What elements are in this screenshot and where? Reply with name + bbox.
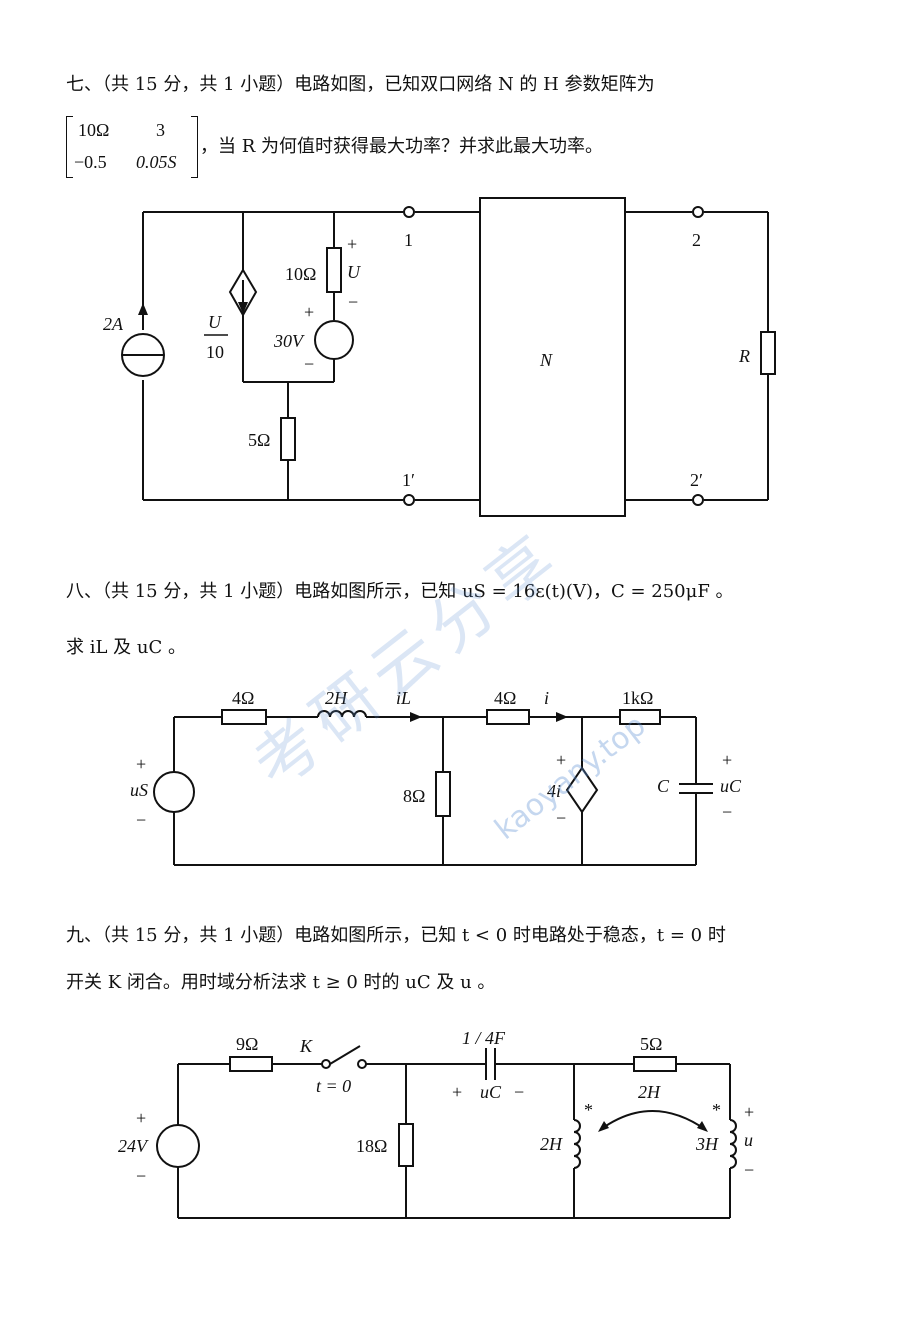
q8-r1-label: 4Ω [232,688,254,708]
q9-circuit: 9Ω K t = 0 1 / 4F + uC − 5Ω + 24V − 18Ω … [118,1028,754,1219]
vs-plus: + [304,302,314,322]
switch-label: K [299,1036,313,1056]
matrix-a21: −0.5 [74,152,107,172]
q9-l1-label: 2H [540,1134,563,1154]
port-2-label: 2 [692,230,701,250]
voltage-source-label: 30V [273,331,305,351]
q9-u-label: u [744,1130,753,1150]
il-label: iL [396,688,411,708]
q9-vs-minus: − [136,1166,146,1186]
dep-source-numerator: U [208,312,222,332]
t0-label: t = 0 [316,1076,351,1096]
matrix-right-bracket [191,116,198,178]
uc-plus: + [722,750,732,770]
l1-dot: * [584,1100,593,1120]
q9-cap-label: 1 / 4F [462,1028,506,1048]
q9-uc-plus: + [452,1082,462,1102]
dep-source-denominator: 10 [206,342,224,362]
q9-uc-label: uC [480,1082,502,1102]
q8-r3-label: 1kΩ [622,688,653,708]
h-parameter-matrix: 10Ω 3 −0.5 0.05S [66,116,198,178]
q9-r1-label: 9Ω [236,1034,258,1054]
port-2p-label: 2′ [690,470,703,490]
port-1p-label: 1′ [402,470,415,490]
matrix-a22: 0.05S [136,152,177,172]
u-plus: + [347,234,357,254]
vs-minus: − [304,354,314,374]
q8-circuit: 4Ω 2H iL 4Ω i 1kΩ + uS − 8Ω + 4i − C + u… [130,688,742,866]
dep-plus: + [556,750,566,770]
u-label: U [347,262,361,282]
q8-r2-label: 4Ω [494,688,516,708]
q8-line1: 八、（共 15 分，共 1 小题）电路如图所示，已知 uS = 16ε(t)(V… [66,581,734,602]
q7-circuit: 2A U 10 10Ω + U − + 30V − 5Ω 1 1′ 2 2′ N… [103,197,776,517]
port-1-label: 1 [404,230,413,250]
current-source-label: 2A [103,314,124,334]
cap-label: C [657,776,670,796]
dep-minus: − [556,808,566,828]
q8-line2: 求 iL 及 uC 。 [66,637,186,658]
uc-minus: − [722,802,732,822]
q8-inductor-label: 2H [325,688,348,708]
mutual-label: 2H [638,1082,661,1102]
dep-label: 4i [547,781,561,801]
u-plus-q9: + [744,1102,754,1122]
us-label: uS [130,780,148,800]
u-minus-q9: − [744,1160,754,1180]
q9-r-shunt-label: 18Ω [356,1136,387,1156]
us-minus: − [136,810,146,830]
q7-line1: 七、（共 15 分，共 1 小题）电路如图，已知双口网络 N 的 H 参数矩阵为 [66,74,655,95]
matrix-left-bracket [66,116,73,178]
q9-line2: 开关 K 闭合。用时域分析法求 t ≥ 0 时的 uC 及 u 。 [66,972,496,993]
matrix-a11: 10Ω [78,120,110,140]
l2-dot: * [712,1100,721,1120]
network-label: N [539,350,553,370]
q8-r-shunt-label: 8Ω [403,786,425,806]
uc-label: uC [720,776,742,796]
load-label: R [738,346,750,366]
matrix-a12: 3 [156,120,165,140]
q9-line1: 九、（共 15 分，共 1 小题）电路如图所示，已知 t < 0 时电路处于稳态… [66,925,726,946]
q9-vs-label: 24V [118,1136,149,1156]
resistor-5-label: 5Ω [248,430,270,450]
q9-vs-plus: + [136,1108,146,1128]
i-label: i [544,688,549,708]
u-minus: − [348,292,358,312]
resistor-10-label: 10Ω [285,264,316,284]
us-plus: + [136,754,146,774]
q9-l2-label: 3H [695,1134,719,1154]
q7-line2: ，当 R 为何值时获得最大功率？并求此最大功率。 [200,136,603,157]
q9-r2-label: 5Ω [640,1034,662,1054]
q9-uc-minus: − [514,1082,524,1102]
